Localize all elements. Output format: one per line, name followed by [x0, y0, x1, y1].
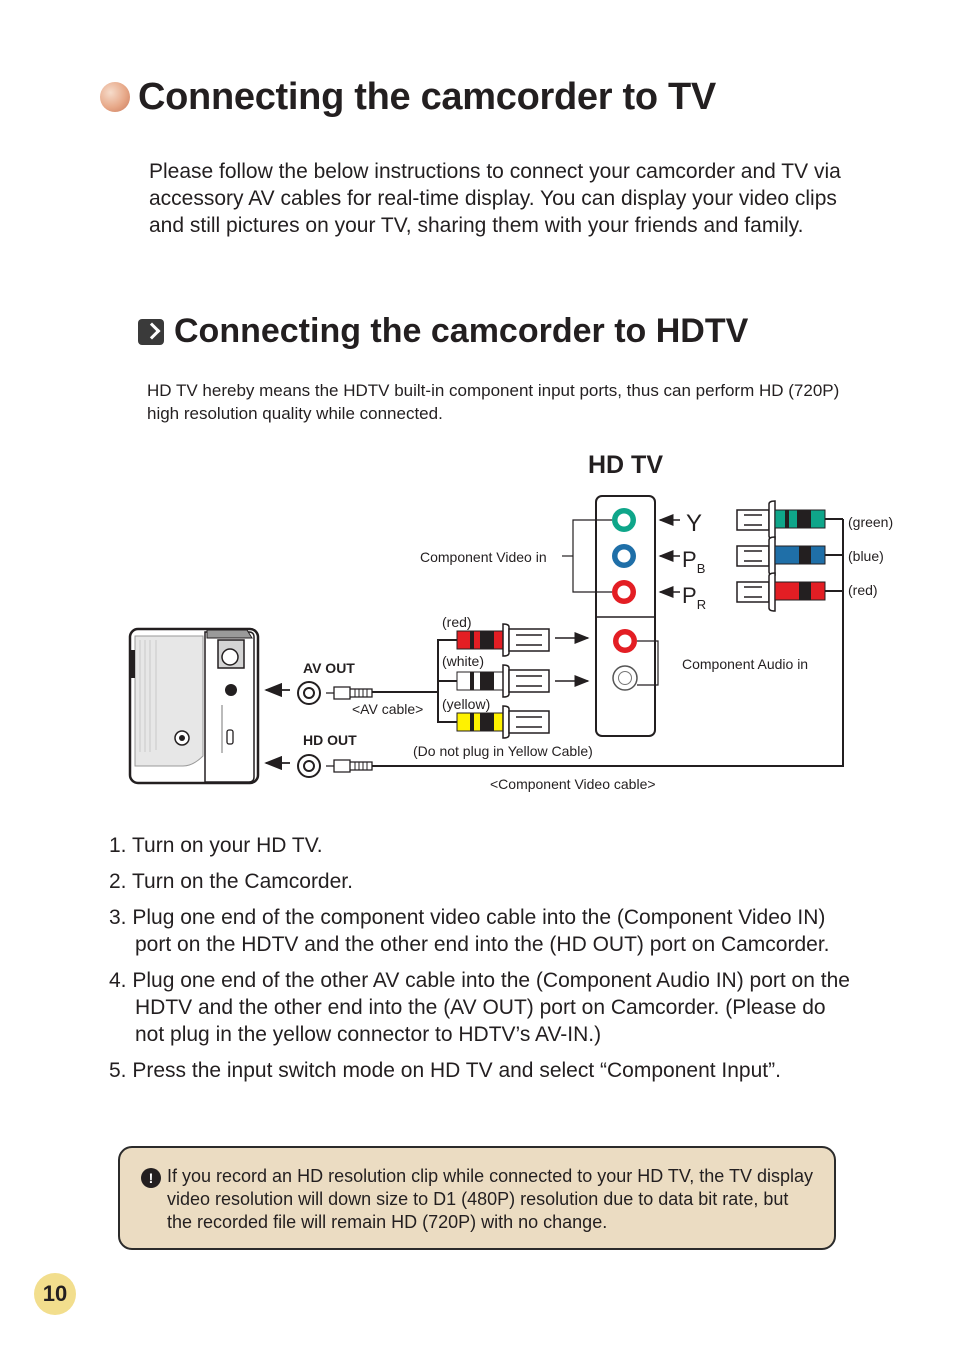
section-title: Connecting the camcorder to HDTV: [174, 312, 749, 350]
step-1: 1. Turn on your HD TV.: [109, 834, 323, 857]
step-4: 4. Plug one end of the other AV cable in…: [109, 969, 850, 1046]
hdtv-label: HD TV: [588, 451, 663, 479]
component-audio-in-label: Component Audio in: [682, 656, 808, 672]
port-pb-blue: [612, 544, 636, 568]
page-title: Connecting the camcorder to TV: [138, 76, 716, 118]
plug-red: [736, 572, 843, 612]
note-text: If you record an HD resolution clip whil…: [167, 1166, 813, 1232]
av-out-label: AV OUT: [303, 660, 355, 676]
hd-out-jack: [297, 754, 373, 778]
camcorder-icon: [128, 627, 260, 785]
av-cable-label: <AV cable>: [352, 701, 423, 717]
red-label: (red): [848, 582, 878, 598]
component-cable-label: <Component Video cable>: [490, 776, 656, 792]
step-2: 2. Turn on the Camcorder.: [109, 870, 353, 893]
component-video-in-label: Component Video in: [420, 549, 547, 565]
no-yellow-label: (Do not plug in Yellow Cable): [413, 743, 593, 759]
section-description: HD TV hereby means the HDTV built-in com…: [147, 381, 840, 423]
step-3: 3. Plug one end of the component video c…: [109, 906, 830, 956]
hd-out-label: HD OUT: [303, 732, 357, 748]
port-audio-red: [613, 629, 637, 653]
port-y-green: [612, 508, 636, 532]
port-audio-white: [612, 665, 638, 691]
plug-green: [736, 500, 843, 540]
component-video-cable: [372, 519, 844, 767]
av-plug-red: [456, 623, 550, 657]
av-red-label: (red): [442, 614, 472, 630]
av-plug-white: [456, 664, 550, 698]
steps-list: 1. Turn on your HD TV. 2. Turn on the Ca…: [109, 832, 859, 1093]
blue-label: (blue): [848, 548, 884, 564]
av-out-jack: [297, 681, 373, 705]
intro-paragraph: Please follow the below instructions to …: [149, 160, 841, 237]
hdtv-panel: [595, 495, 656, 737]
connection-diagram: HD TV Component Video in Component Audio…: [128, 451, 893, 792]
port-y-label: Y: [686, 510, 702, 537]
step-5: 5. Press the input switch mode on HD TV …: [109, 1059, 781, 1082]
green-label: (green): [848, 514, 893, 530]
plug-blue: [736, 536, 843, 576]
title-bullet-icon: [100, 82, 130, 112]
page-number: 10: [34, 1273, 76, 1315]
port-pb-label: PB: [682, 547, 705, 576]
av-yellow-label: (yellow): [442, 696, 490, 712]
port-pr-red: [612, 580, 636, 604]
exclamation-icon: !: [141, 1168, 161, 1188]
chevron-right-icon: [138, 319, 164, 345]
port-pr-label: PR: [682, 583, 706, 612]
av-white-label: (white): [442, 653, 484, 669]
note-box: [118, 1146, 836, 1250]
